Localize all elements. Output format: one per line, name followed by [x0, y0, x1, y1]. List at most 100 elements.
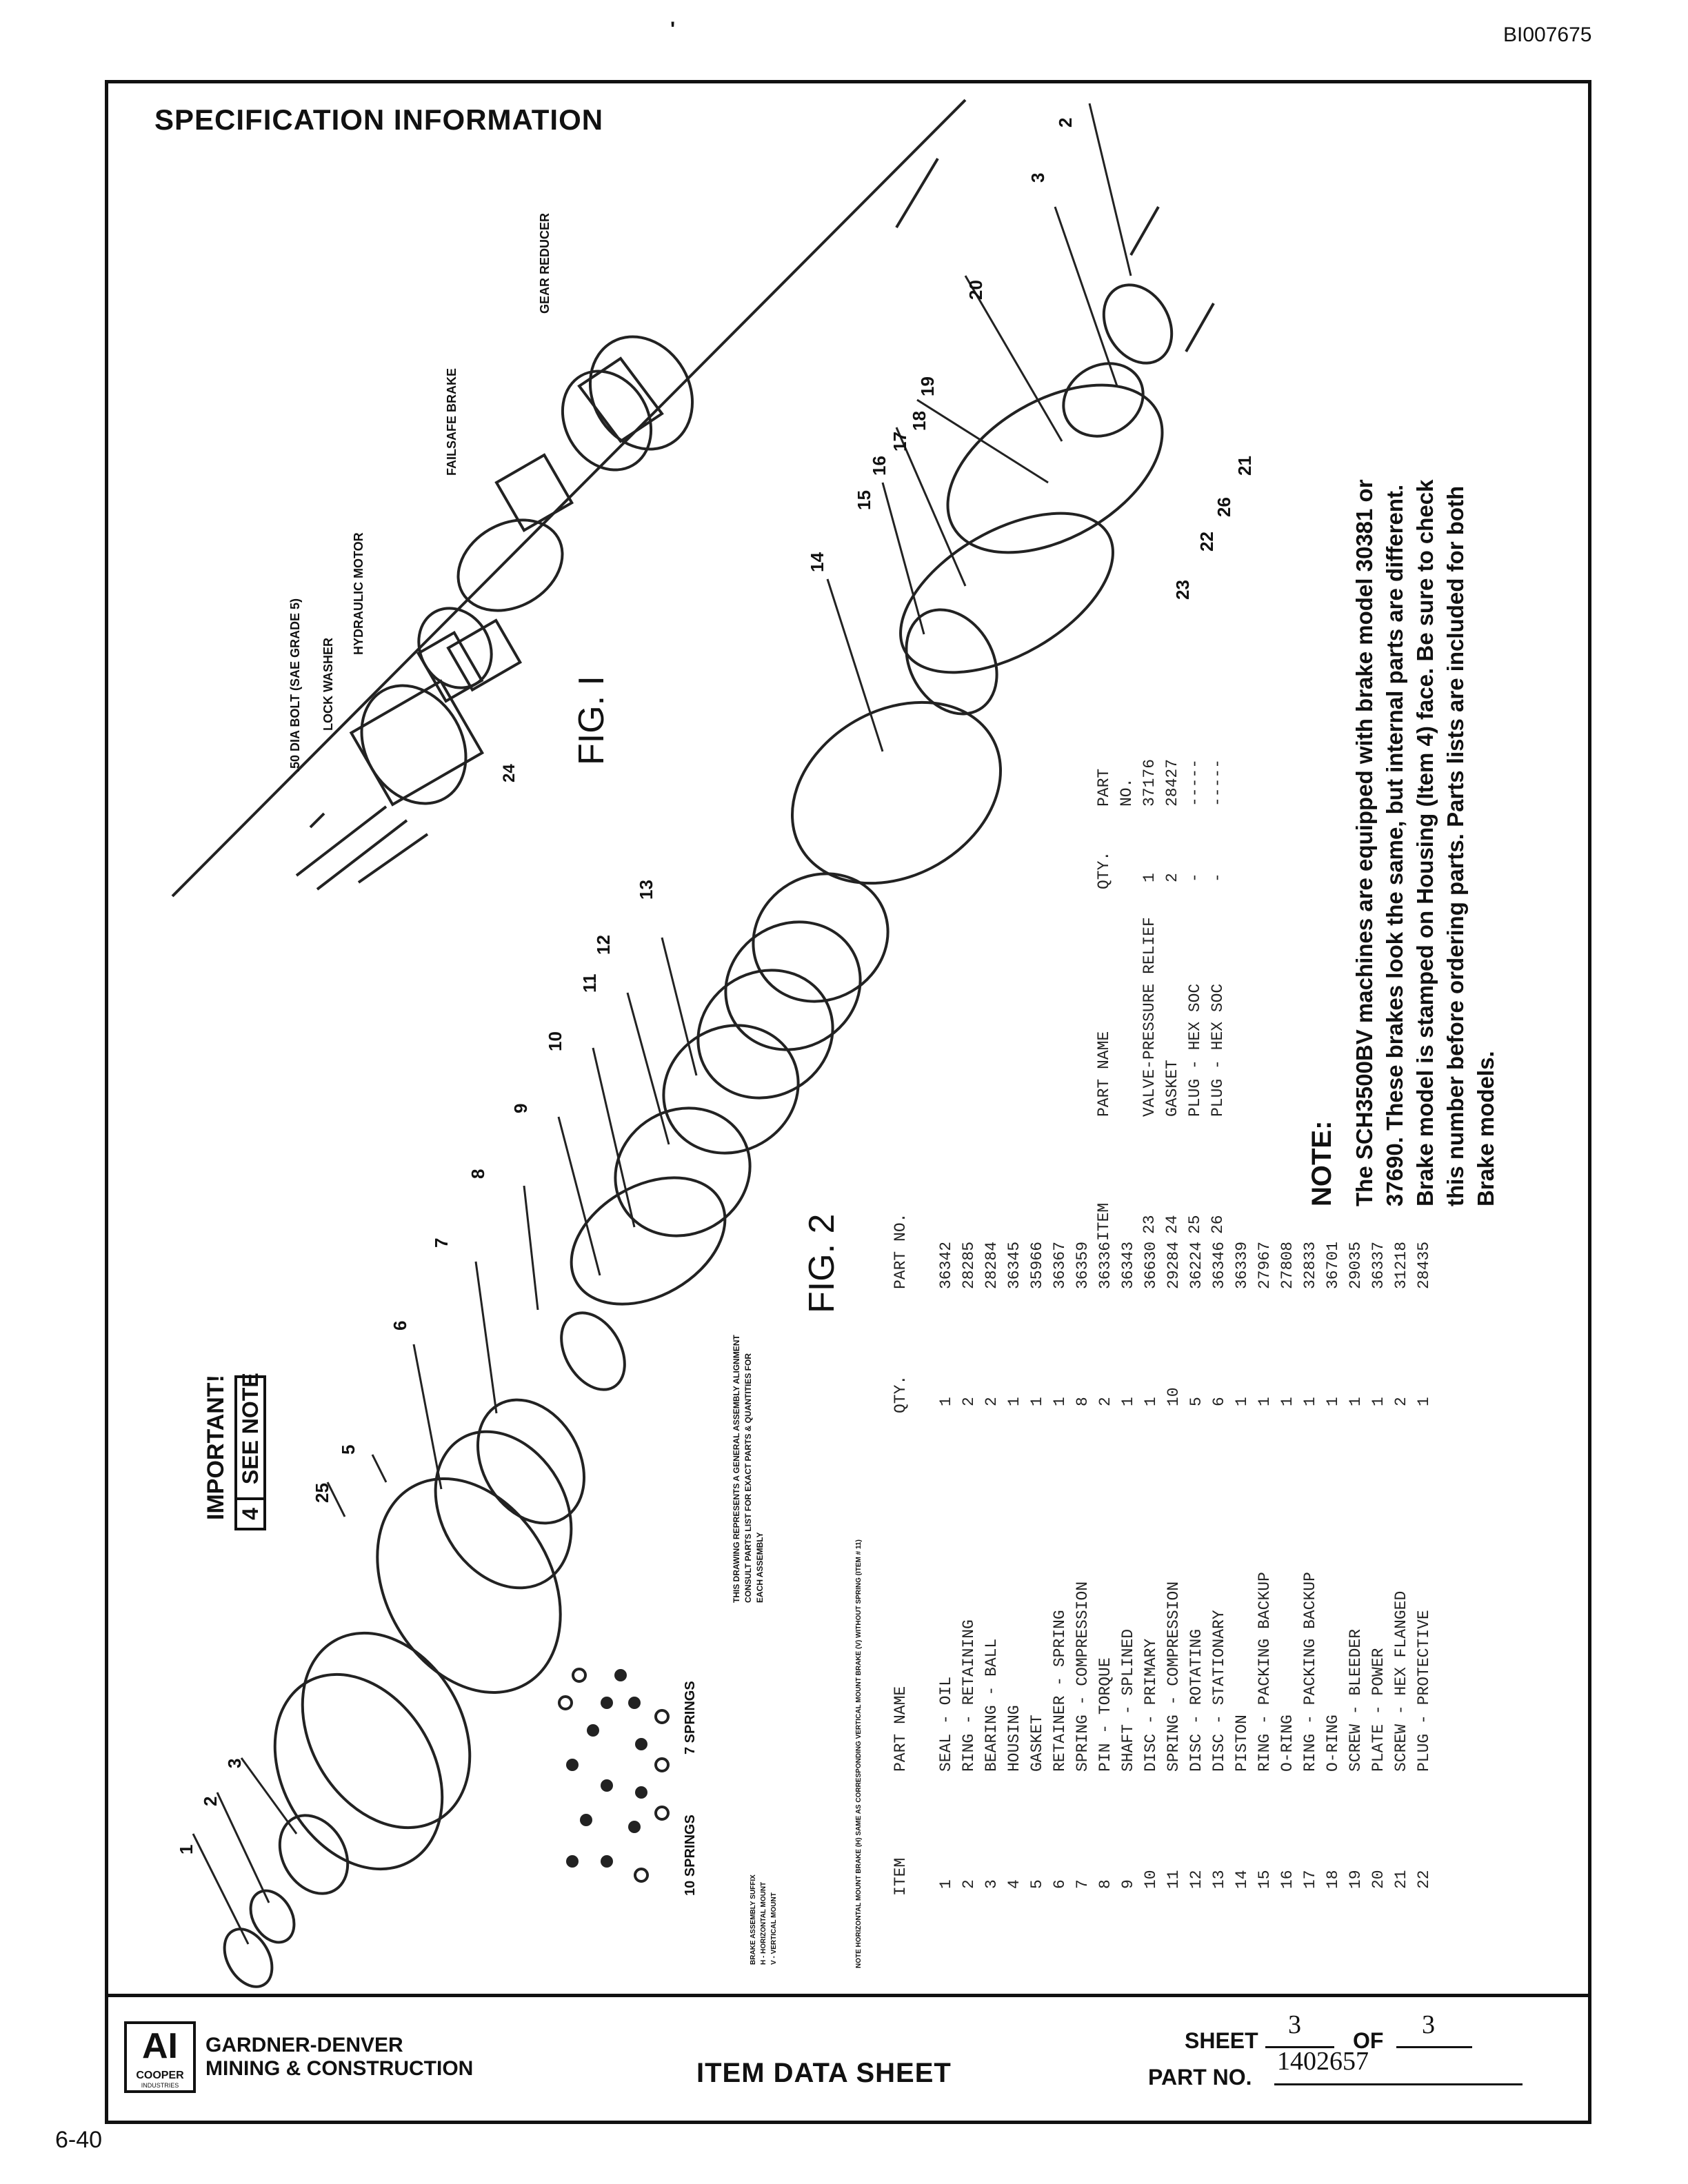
callout-item: 7 — [431, 1237, 452, 1248]
part-number: 1402657 — [1277, 2047, 1369, 2076]
tick-mark: ' — [670, 18, 676, 41]
table-cell-qty: 10 — [1165, 1387, 1183, 1406]
table-header-part-name: PART NAME — [892, 1686, 910, 1772]
table-cell-name: PLUG - HEX SOC — [1186, 983, 1204, 1117]
table2-header-part-no: PART NO. — [1095, 768, 1136, 807]
table-cell-part: 31218 — [1392, 1241, 1410, 1289]
table-cell-qty: 1 — [1415, 1397, 1433, 1406]
note-line: Brake model is stamped on Housing (Item … — [1412, 479, 1438, 1206]
table-cell-part: 36343 — [1119, 1241, 1137, 1289]
table-cell-name: PISTON — [1233, 1715, 1251, 1772]
table-cell-part: 36701 — [1324, 1241, 1342, 1289]
table-cell-qty: 1 — [1347, 1397, 1365, 1406]
callout-item: 25 — [312, 1483, 332, 1503]
footer-band — [105, 1994, 1591, 2124]
table-cell-name: PLUG - PROTECTIVE — [1415, 1610, 1433, 1772]
table-cell-item: 18 — [1324, 1870, 1342, 1889]
table-cell-part: 36359 — [1074, 1241, 1092, 1289]
table-cell-item: 17 — [1301, 1870, 1319, 1889]
table-cell-item: 14 — [1233, 1870, 1251, 1889]
table-cell-name: SEAL - OIL — [937, 1676, 955, 1772]
company-line: MINING & CONSTRUCTION — [205, 2057, 474, 2080]
callout-item: 9 — [510, 1103, 531, 1113]
table-cell-part: 36339 — [1233, 1241, 1251, 1289]
logo-cooper-text: COOPER — [136, 2070, 184, 2081]
table-cell-part: 36336 — [1096, 1241, 1114, 1289]
table-cell-part: 29035 — [1347, 1241, 1365, 1289]
callout-bolt: .50 DIA BOLT (SAE GRADE 5) — [288, 598, 302, 772]
table-cell-item: 13 — [1210, 1870, 1228, 1889]
table-cell-part: 36337 — [1369, 1241, 1387, 1289]
table-cell-name: O-RING — [1278, 1715, 1296, 1772]
table-cell-item: 8 — [1096, 1879, 1114, 1889]
table-cell-part: 36342 — [937, 1241, 955, 1289]
table2-header-part-name: PART NAME — [1095, 1031, 1113, 1117]
assembly-note-line: EACH ASSEMBLY — [755, 1532, 765, 1603]
note-line: 37690. These brakes look the same, but i… — [1382, 484, 1407, 1206]
table-cell-qty: - — [1209, 873, 1227, 882]
table-cell-name: SCREW - HEX FLANGED — [1392, 1590, 1410, 1772]
table-cell-part: 32833 — [1301, 1241, 1319, 1289]
note-line: Brake models. — [1473, 1051, 1498, 1206]
see-note-box: 4 SEE NOTE — [234, 1373, 266, 1530]
table-cell-item: 15 — [1256, 1870, 1274, 1889]
table-cell-name: RING - PACKING BACKUP — [1256, 1572, 1274, 1772]
table-cell-name: PLATE - POWER — [1369, 1648, 1387, 1772]
callout-item: 26 — [1214, 497, 1234, 517]
table-cell-name: RING - PACKING BACKUP — [1301, 1572, 1319, 1772]
table-cell-part: ----- — [1209, 758, 1227, 807]
fig1-assembly — [295, 335, 694, 891]
table-cell-name: O-RING — [1324, 1715, 1342, 1772]
table-cell-name: BEARING - BALL — [983, 1638, 1001, 1772]
table-cell-qty: 1 — [1301, 1397, 1319, 1406]
table-cell-item: 3 — [983, 1879, 1001, 1889]
table-cell-item: 12 — [1187, 1870, 1205, 1889]
note-title: NOTE: — [1307, 1120, 1337, 1206]
table-cell-qty: 1 — [1256, 1397, 1274, 1406]
sheet-total-underline — [1396, 2046, 1472, 2048]
note-block: NOTE: The SCH3500BV machines are equippe… — [1307, 296, 1501, 1206]
table-cell-item: 11 — [1165, 1870, 1183, 1889]
callout-hydraulic-motor: HYDRAULIC MOTOR — [352, 532, 365, 655]
table-cell-part: 36346 — [1210, 1241, 1228, 1289]
table-cell-qty: 1 — [1028, 1397, 1046, 1406]
fig2-assembly — [223, 206, 1215, 1988]
callout-item: 2 — [200, 1796, 221, 1806]
table-cell-qty: 2 — [1392, 1397, 1410, 1406]
table-cell-item: 26 — [1209, 1215, 1227, 1234]
callout-item: 5 — [338, 1444, 359, 1455]
see-note-number: 4 — [237, 1497, 263, 1528]
table-cell-item: 20 — [1369, 1870, 1387, 1889]
callout-item: 22 — [1196, 532, 1217, 552]
table-cell-item: 7 — [1074, 1879, 1092, 1889]
table-cell-qty: 1 — [937, 1397, 955, 1406]
table-cell-item: 6 — [1051, 1879, 1069, 1889]
table-cell-name: SPRING - COMPRESSION — [1165, 1581, 1183, 1772]
assembly-note: THIS DRAWING REPRESENTS A GENERAL ASSEMB… — [731, 1335, 766, 1603]
table-cell-name: DISC - ROTATING — [1187, 1628, 1205, 1772]
page-number: 6-40 — [55, 2127, 103, 2153]
assembly-note-line: THIS DRAWING REPRESENTS A GENERAL ASSEMB… — [732, 1335, 741, 1603]
table-cell-part: 36345 — [1005, 1241, 1023, 1289]
callout-item: 12 — [593, 935, 614, 955]
item-data-sheet-title: ITEM DATA SHEET — [696, 2058, 952, 2088]
callout-item: 13 — [636, 880, 656, 900]
table-cell-name: SCREW - BLEEDER — [1347, 1628, 1365, 1772]
note-line: this number before ordering parts. Parts… — [1443, 485, 1468, 1206]
company-line: GARDNER-DENVER — [205, 2034, 403, 2056]
mount-note: NOTE HORIZONTAL MOUNT BRAKE (H) SAME AS … — [855, 1539, 863, 1968]
callout-item: 1 — [176, 1844, 197, 1854]
seven-springs-label: 7 SPRINGS — [683, 1681, 698, 1755]
table-cell-qty: 1 — [1324, 1397, 1342, 1406]
table-cell-qty: 8 — [1074, 1397, 1092, 1406]
table-cell-name: GASKET — [1028, 1715, 1046, 1772]
table-cell-name: RETAINER - SPRING — [1051, 1610, 1069, 1772]
logo-mark: AI — [142, 2026, 178, 2066]
